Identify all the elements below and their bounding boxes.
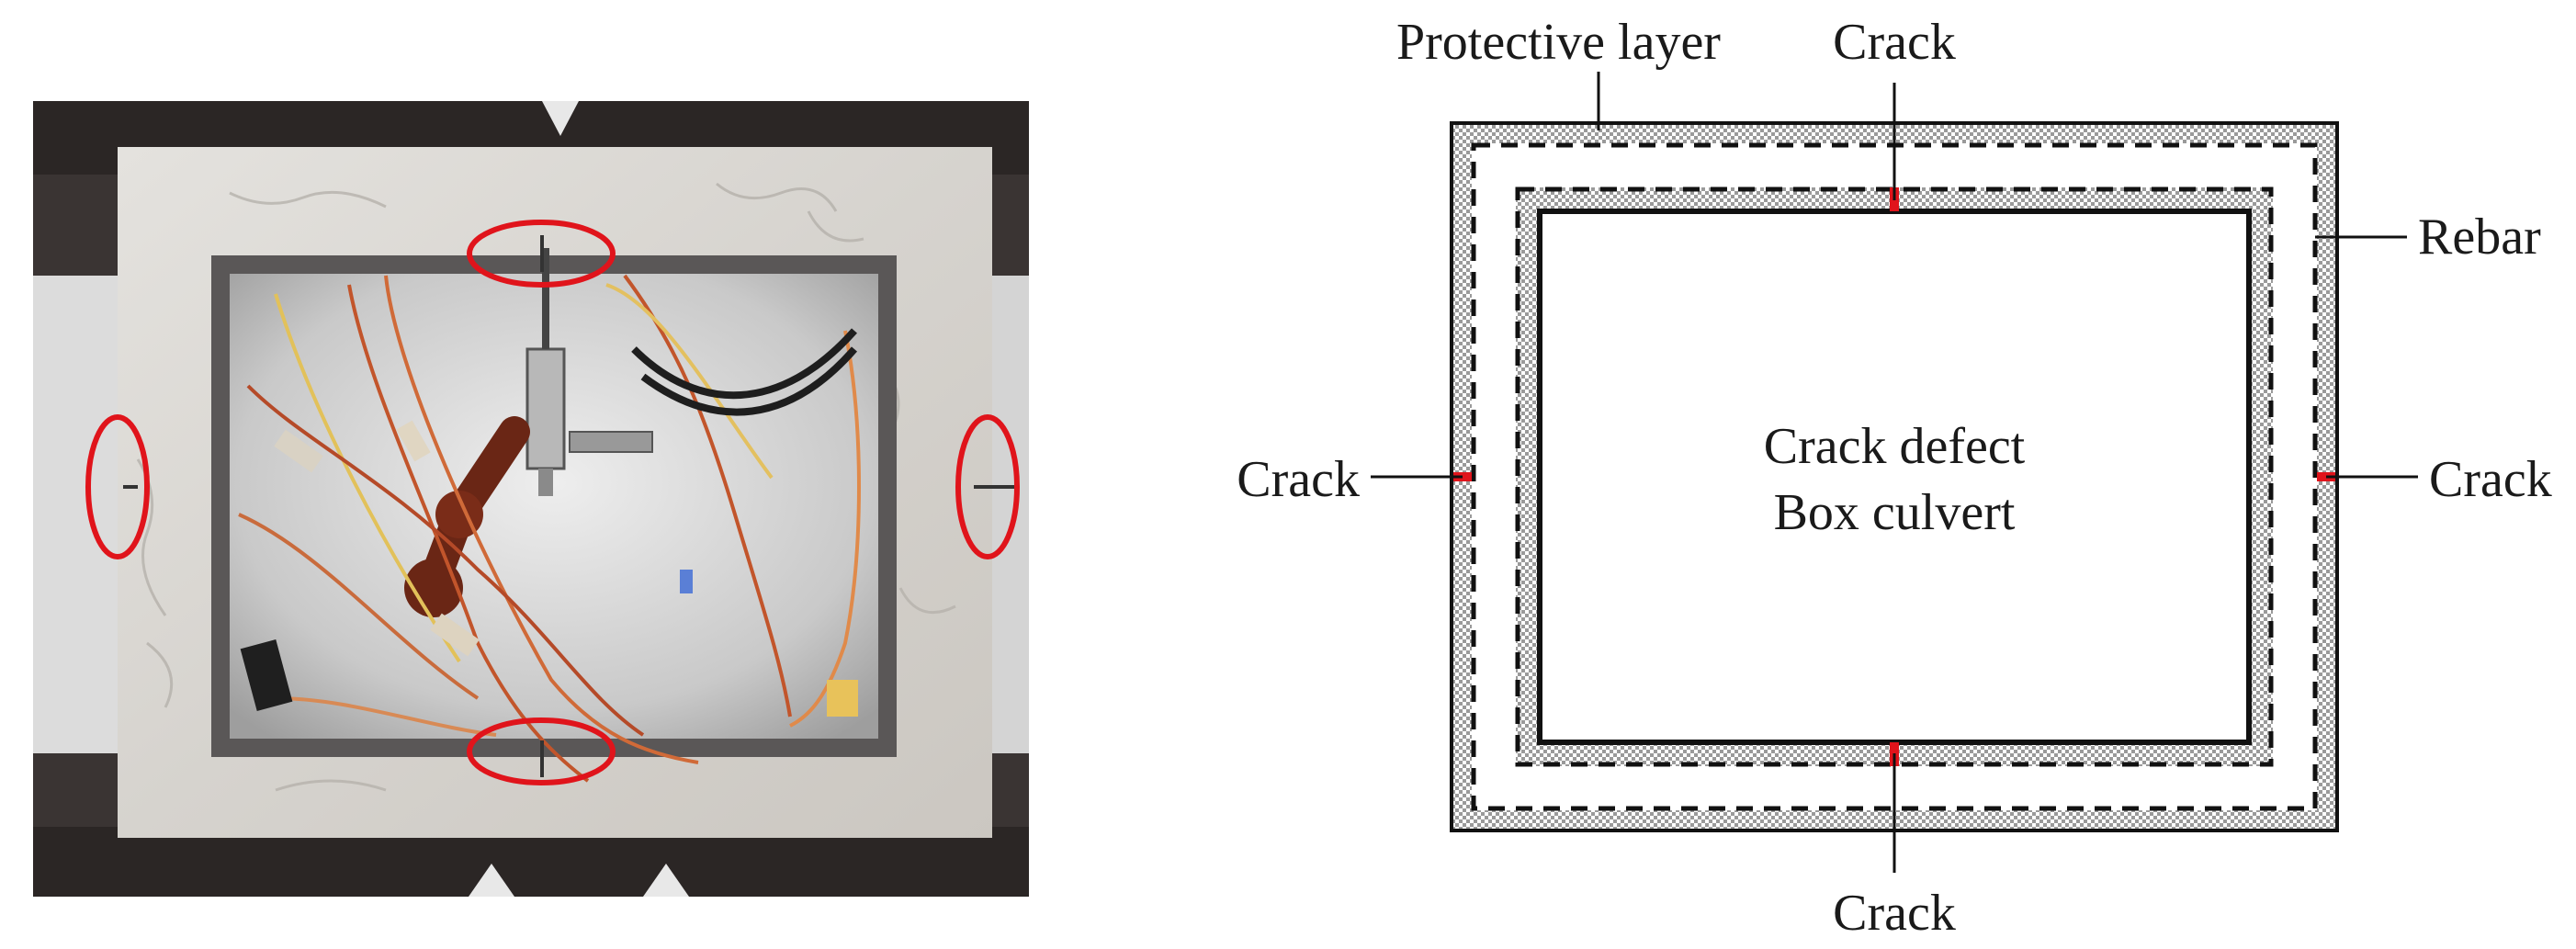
crack-marker-bottom	[467, 717, 616, 785]
sensor-clips	[240, 420, 858, 717]
crack-marker-right	[955, 414, 1020, 559]
leader-lines	[1371, 72, 2418, 873]
culvert-cavity	[1537, 209, 2252, 745]
photo-bottom-beam	[33, 827, 1029, 897]
label-protective-layer: Protective layer	[1396, 14, 1721, 71]
label-center-line2: Box culvert	[1774, 484, 2016, 541]
crack-marker-left	[85, 414, 150, 559]
crack-marker-top	[467, 220, 616, 288]
photo-bottom-wedge-right	[643, 864, 689, 897]
label-crack-left: Crack	[1237, 451, 1360, 508]
label-crack-bottom: Crack	[1833, 885, 1956, 942]
culvert-schematic: Protective layer Crack Crack Crack Crack…	[1237, 14, 2551, 942]
photo-left-wall-bg	[33, 276, 134, 753]
label-crack-top: Crack	[1833, 14, 1956, 71]
label-rebar: Rebar	[2418, 209, 2541, 265]
label-crack-right: Crack	[2429, 451, 2552, 508]
photo-top-wedge	[542, 101, 579, 136]
sensor-wires	[238, 274, 861, 783]
crack-markers	[85, 220, 1020, 785]
label-center-line1: Crack defect	[1764, 418, 2026, 475]
specimen-photo	[33, 101, 1029, 897]
crack-gauges	[123, 235, 1018, 777]
photo-bottom-wedge-left	[469, 864, 514, 897]
